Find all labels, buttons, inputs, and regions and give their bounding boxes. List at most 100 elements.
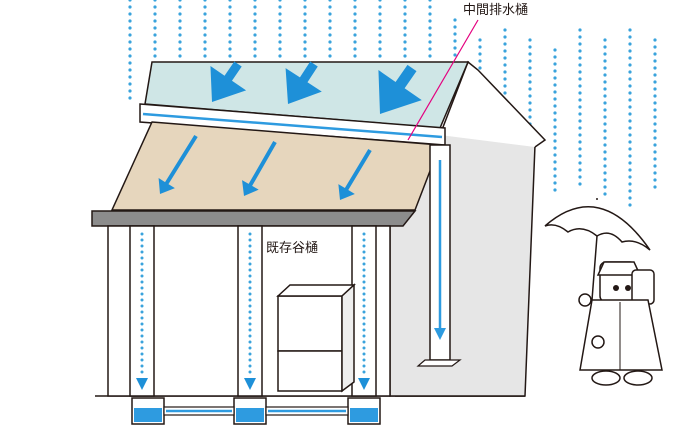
label-leader-line	[407, 19, 479, 141]
raindrop-icon	[503, 77, 507, 81]
raindrop-icon	[553, 118, 557, 122]
raindrop-icon	[153, 33, 157, 37]
intermediate-gutter-label: 中間排水樋	[463, 2, 528, 17]
raindrop-icon	[628, 189, 632, 193]
raindrop-icon	[578, 77, 582, 81]
raindrop-icon	[653, 157, 657, 161]
raindrop-icon	[128, 47, 132, 51]
column-water-drop	[140, 358, 144, 362]
raindrop-icon	[153, 0, 157, 2]
column-water-drop	[248, 346, 252, 350]
raindrop-icon	[578, 35, 582, 39]
raindrop-icon	[628, 42, 632, 46]
raindrop-icon	[378, 0, 382, 2]
raindrop-icon	[403, 47, 407, 51]
raindrop-icon	[428, 19, 432, 23]
raindrop-icon	[628, 133, 632, 137]
raindrop-icon	[578, 98, 582, 102]
drain-basin-middle	[233, 397, 267, 425]
column-water-drop	[140, 346, 144, 350]
raindrop-icon	[503, 49, 507, 53]
raindrop-icon	[503, 84, 507, 88]
column-water-drop	[248, 286, 252, 290]
raindrop-icon	[203, 40, 207, 44]
raindrop-icon	[628, 175, 632, 179]
raindrop-icon	[578, 154, 582, 158]
raindrop-icon	[653, 143, 657, 147]
raindrop-icon	[428, 26, 432, 30]
drain-channel	[163, 406, 349, 416]
raindrop-icon	[178, 33, 182, 37]
raindrop-icon	[328, 0, 332, 2]
raindrop-icon	[153, 12, 157, 16]
raindrop-icon	[503, 63, 507, 67]
raindrop-icon	[253, 33, 257, 37]
drain-basin-left	[131, 397, 165, 425]
column-water-drop	[362, 310, 366, 314]
raindrop-icon	[278, 47, 282, 51]
column-water-drop	[248, 232, 252, 236]
raindrop-icon	[303, 19, 307, 23]
raindrop-icon	[578, 84, 582, 88]
raindrop-icon	[403, 40, 407, 44]
raindrop-icon	[478, 45, 482, 49]
raindrop-icon	[553, 83, 557, 87]
raindrop-icon	[278, 54, 282, 58]
raindrop-icon	[328, 19, 332, 23]
drain-basin-right	[347, 397, 381, 425]
raindrop-icon	[503, 35, 507, 39]
raindrop-icon	[453, 53, 457, 57]
raindrop-icon	[553, 104, 557, 108]
raindrop-icon	[153, 19, 157, 23]
raindrop-icon	[303, 5, 307, 9]
column-water-drop	[140, 238, 144, 242]
raindrop-icon	[628, 140, 632, 144]
raindrop-icon	[303, 33, 307, 37]
raindrop-icon	[278, 19, 282, 23]
raindrop-icon	[528, 38, 532, 42]
column-water-drop	[362, 340, 366, 344]
column-water-drop	[140, 280, 144, 284]
column-water-drop	[362, 346, 366, 350]
raindrop-icon	[578, 70, 582, 74]
raindrop-icon	[128, 75, 132, 79]
raindrop-icon	[528, 101, 532, 105]
raindrop-icon	[228, 54, 232, 58]
raindrop-icon	[378, 54, 382, 58]
box-bottom	[277, 295, 343, 352]
raindrop-icon	[403, 26, 407, 30]
column-water-drop	[248, 310, 252, 314]
raindrop-icon	[628, 112, 632, 116]
raindrop-icon	[353, 12, 357, 16]
raindrop-icon	[378, 19, 382, 23]
raindrop-icon	[203, 33, 207, 37]
raindrop-icon	[353, 0, 357, 2]
gutter-water-line	[142, 112, 443, 139]
raindrop-icon	[503, 70, 507, 74]
box-top	[276, 284, 356, 297]
raindrop-icon	[578, 119, 582, 123]
raindrop-icon	[553, 69, 557, 73]
raindrop-icon	[253, 5, 257, 9]
raindrop-icon	[378, 12, 382, 16]
raindrop-icon	[403, 33, 407, 37]
raindrop-icon	[128, 33, 132, 37]
raindrop-icon	[128, 26, 132, 30]
box-side	[341, 283, 355, 393]
raindrop-icon	[428, 40, 432, 44]
down-arrow-icon	[242, 141, 277, 196]
raindrop-icon	[603, 38, 607, 42]
raindrop-icon	[278, 5, 282, 9]
raindrop-icon	[378, 5, 382, 9]
raindrop-icon	[403, 12, 407, 16]
raindrop-icon	[428, 33, 432, 37]
raindrop-icon	[603, 59, 607, 63]
raindrop-icon	[178, 5, 182, 9]
raindrop-icon	[553, 48, 557, 52]
raindrop-icon	[178, 12, 182, 16]
raindrop-icon	[603, 157, 607, 161]
column-water-drop	[362, 232, 366, 236]
raindrop-icon	[428, 0, 432, 2]
column-water-drop	[362, 322, 366, 326]
